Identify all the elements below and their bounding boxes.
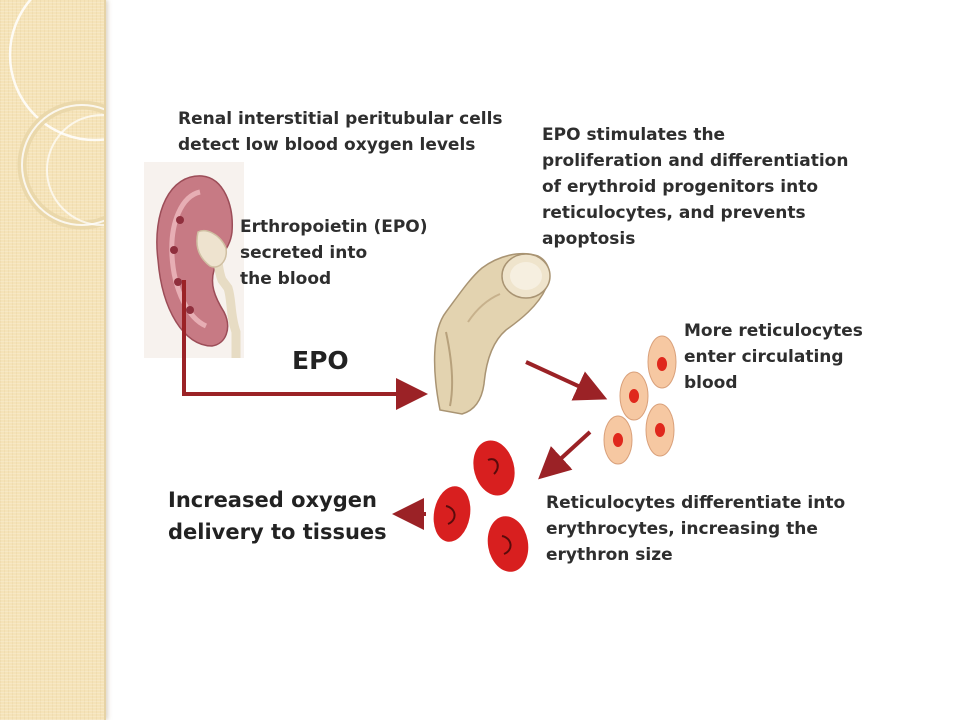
erythrocyte [473,440,515,496]
reticulocyte [619,371,649,421]
bone-illustration [433,252,551,415]
kidney-illustration [144,162,244,358]
erythrocyte [487,516,529,572]
epo-path-arrow [182,280,428,410]
epo-arrow-label: EPO [292,346,349,375]
more-reticulocytes-label: More reticulocytes enter circulating blo… [684,321,863,393]
epo-secreted-label: Erthropoietin (EPO) secreted into the bl… [240,217,428,289]
oxygen-delivery-label: Increased oxygen delivery to tissues [168,488,387,544]
reticulocyte [645,403,675,457]
reticulocyte [647,335,677,389]
erythrocytes [433,440,529,572]
reticulocyte [603,415,633,465]
decorative-rings [8,0,104,230]
decorative-sidebar [0,0,106,720]
renal-cells-label: Renal interstitial peritubular cells det… [178,109,503,155]
differentiate-label: Reticulocytes differentiate into erythro… [546,493,846,565]
epo-diagram: Renal interstitial peritubular cells det… [140,100,880,580]
reticulocytes [603,335,677,465]
bone-to-reticulocytes-arrow [525,360,608,401]
diagram-graphics [144,162,677,572]
reticulocytes-to-erythrocytes-arrow [538,430,592,480]
epo-stimulates-label: EPO stimulates the proliferation and dif… [542,125,849,249]
erythrocyte [433,486,471,542]
